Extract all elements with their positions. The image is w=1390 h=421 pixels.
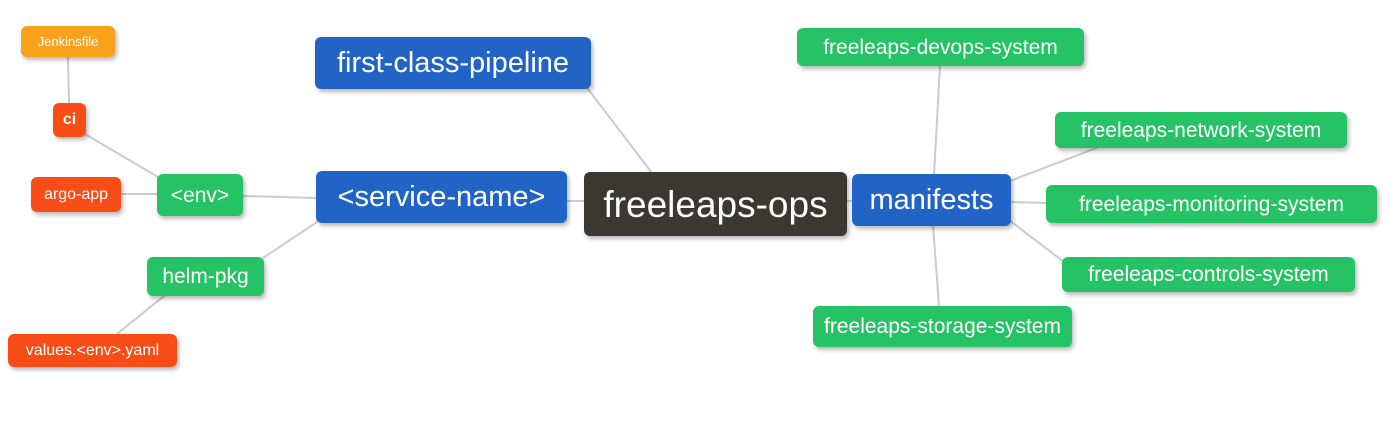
edge-first-class-pipeline-freeleaps-ops bbox=[587, 88, 653, 174]
node-ci[interactable]: ci bbox=[53, 103, 86, 137]
node-values-env-yaml[interactable]: values.<env>.yaml bbox=[8, 334, 177, 367]
node-first-class-pipeline[interactable]: first-class-pipeline bbox=[315, 37, 591, 89]
node-freeleaps-monitoring-system[interactable]: freeleaps-monitoring-system bbox=[1046, 185, 1377, 223]
node-freeleaps-devops-system[interactable]: freeleaps-devops-system bbox=[797, 28, 1084, 66]
node-freeleaps-controls-system[interactable]: freeleaps-controls-system bbox=[1062, 257, 1355, 292]
edge-manifests-freeleaps-devops-system bbox=[933, 65, 941, 176]
node-argo-app[interactable]: argo-app bbox=[31, 177, 121, 212]
edge-values-env-yaml-helm-pkg bbox=[116, 295, 165, 335]
node-helm-pkg[interactable]: helm-pkg bbox=[147, 257, 264, 296]
edge-jenkinsfile-ci bbox=[67, 56, 70, 104]
edge-manifests-freeleaps-network-system bbox=[1009, 146, 1100, 182]
edge-manifests-freeleaps-monitoring-system bbox=[1009, 201, 1048, 204]
node-freeleaps-network-system[interactable]: freeleaps-network-system bbox=[1055, 112, 1347, 148]
node-freeleaps-storage-system[interactable]: freeleaps-storage-system bbox=[813, 306, 1072, 347]
node-jenkinsfile[interactable]: Jenkinsfile bbox=[21, 26, 115, 57]
edge-manifests-freeleaps-controls-system bbox=[1008, 219, 1065, 263]
edge-ci-env bbox=[84, 133, 159, 178]
node-env[interactable]: <env> bbox=[157, 174, 243, 216]
node-freeleaps-ops[interactable]: freeleaps-ops bbox=[584, 172, 847, 236]
edge-manifests-freeleaps-storage-system bbox=[932, 224, 940, 307]
edge-env-service-name bbox=[242, 195, 317, 199]
node-service-name[interactable]: <service-name> bbox=[316, 171, 567, 223]
node-manifests[interactable]: manifests bbox=[852, 174, 1011, 226]
edge-helm-pkg-service-name bbox=[262, 221, 318, 259]
